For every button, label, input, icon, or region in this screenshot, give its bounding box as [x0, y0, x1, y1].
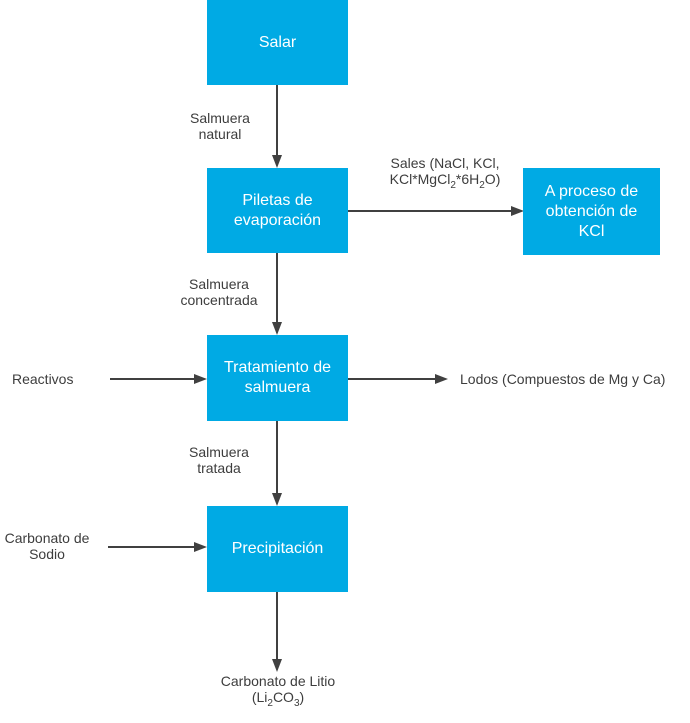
arrow-piletas-to-tratamiento	[272, 253, 282, 335]
node-tratamiento-salmuera: Tratamiento de salmuera	[207, 335, 348, 421]
node-piletas-evaporacion: Piletas de evaporación	[207, 168, 348, 253]
node-salar: Salar	[207, 0, 348, 85]
node-piletas-evaporacion-label: Piletas de evaporación	[233, 191, 322, 229]
arrow-piletas-to-kcl	[348, 206, 524, 216]
node-precipitacion-label: Precipitación	[231, 540, 324, 557]
arrow-precipitacion-to-carbonato-litio	[272, 592, 282, 672]
node-precipitacion: Precipitación	[207, 506, 348, 592]
node-proceso-kcl: A proceso de obtención de KCl	[523, 168, 660, 255]
arrow-salar-to-piletas	[272, 85, 282, 168]
arrow-carbonato-sodio-to-precipitacion	[108, 542, 207, 552]
input-label-reactivos: Reactivos	[12, 371, 74, 387]
node-salar-label: Salar	[258, 33, 297, 51]
edge-label-salmuera-natural: Salmuera natural	[190, 110, 250, 142]
node-tratamiento-salmuera-label: Tratamiento de salmuera	[223, 359, 331, 396]
arrow-reactivos-to-tratamiento	[110, 374, 207, 384]
arrow-tratamiento-to-precipitacion	[272, 421, 282, 506]
node-proceso-kcl-label: A proceso de obtención de KCl	[544, 182, 639, 240]
edge-label-salmuera-tratada: Salmuera tratada	[189, 444, 249, 476]
input-label-carbonato-sodio: Carbonato de Sodio	[4, 530, 90, 562]
output-label-carbonato-litio: Carbonato de Litio (Li2CO3)	[220, 673, 336, 709]
edge-label-sales: Sales (NaCl, KCl, KCl*MgCl2*6H2O)	[389, 155, 501, 191]
output-label-lodos: Lodos (Compuestos de Mg y Ca)	[460, 371, 666, 387]
edge-label-salmuera-concentrada: Salmuera concentrada	[180, 276, 258, 308]
arrow-tratamiento-to-lodos	[348, 374, 448, 384]
